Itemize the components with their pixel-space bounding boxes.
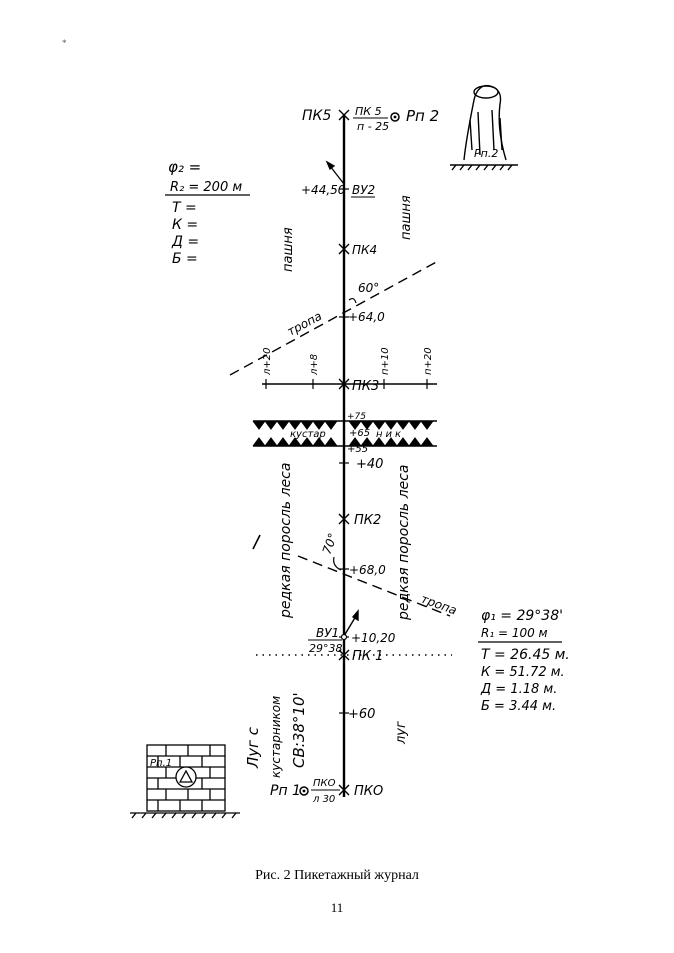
pk1-label: ПК 1 bbox=[352, 649, 383, 664]
curve1-T: Т = 26.45 м. bbox=[481, 647, 570, 663]
offset-40: +40 bbox=[356, 457, 383, 472]
angle-top-arc bbox=[348, 297, 357, 304]
stump-label: Рп.2 bbox=[474, 147, 498, 160]
shrub-teeth-bottom bbox=[252, 437, 434, 447]
rp1-box-bottom: л 30 bbox=[312, 794, 335, 805]
vu1-point-icon bbox=[340, 633, 348, 641]
offset-p10: п+10 bbox=[380, 347, 391, 375]
pk3-ticks bbox=[265, 379, 428, 389]
vu2-offset: +44,50 bbox=[301, 183, 346, 197]
rp1-box-top: ПКО bbox=[313, 778, 336, 789]
rp1-benchmark-dot-icon bbox=[302, 789, 306, 793]
offset-p20: п+20 bbox=[423, 347, 434, 375]
angle-top-label: 60° bbox=[358, 281, 379, 295]
curve2-radius: R₂ = 200 м bbox=[170, 180, 242, 195]
curve2-D: Д = bbox=[171, 234, 199, 250]
offset-65: +65 bbox=[349, 428, 370, 439]
vu2-arrow-icon bbox=[325, 160, 345, 185]
rp2-benchmark-icon bbox=[390, 112, 400, 122]
curve1-B: Б = 3.44 м. bbox=[481, 699, 556, 714]
offset-68: +68,0 bbox=[349, 563, 386, 577]
shrub-teeth-top bbox=[252, 420, 434, 430]
brick-wall-icon bbox=[130, 744, 240, 819]
pk3-label: ПК3 bbox=[352, 379, 379, 394]
pk5-box-top: ПК 5 bbox=[355, 105, 382, 118]
figure-caption: Рис. 2 Пикетажный журнал bbox=[255, 868, 419, 883]
tropa-bottom-line bbox=[297, 555, 451, 617]
tropa-top-line bbox=[229, 259, 441, 376]
offset-55: +55 bbox=[347, 444, 368, 455]
curve1-D: Д = 1.18 м. bbox=[480, 682, 557, 697]
pashnya-left: пашня bbox=[281, 227, 296, 272]
shrub-label-1: кустар bbox=[290, 429, 326, 440]
rp1-benchmark-icon bbox=[299, 786, 309, 796]
meadow-right: луг bbox=[394, 721, 409, 745]
vu1-label: ВУ1 bbox=[316, 626, 339, 640]
offset-64: +64,0 bbox=[348, 310, 385, 324]
curve2-phi: φ₂ = bbox=[168, 158, 201, 176]
pk4-label: ПК4 bbox=[352, 243, 377, 257]
vu1-angle: 29°38' bbox=[309, 642, 346, 655]
rp2-label: Рп 2 bbox=[406, 107, 439, 125]
angle-bottom-arc bbox=[333, 556, 342, 571]
offset-l8: л+8 bbox=[309, 354, 320, 376]
meadow-left-2: кустарником bbox=[269, 696, 283, 778]
pk2-label: ПК2 bbox=[354, 513, 381, 528]
rp2-benchmark-dot-icon bbox=[393, 115, 397, 119]
bearing-label: СВ:38°10' bbox=[290, 692, 308, 768]
pashnya-right: пашня bbox=[399, 195, 414, 240]
rp1-label: Рп 1 bbox=[270, 783, 301, 799]
station-marks bbox=[338, 109, 350, 796]
tropa-bottom-label: тропа bbox=[419, 592, 459, 618]
curve1-radius: R₁ = 100 м bbox=[481, 626, 548, 640]
corner-mark: * bbox=[62, 38, 67, 48]
pk5-label: ПК5 bbox=[302, 108, 331, 124]
meadow-left-1: Луг с bbox=[244, 726, 262, 769]
curve2-B: Б = bbox=[172, 251, 198, 267]
offset-l20: л+20 bbox=[262, 348, 273, 377]
curve1-K: К = 51.72 м. bbox=[481, 665, 565, 680]
stump-icon bbox=[450, 84, 518, 171]
shrub-label-2: ник bbox=[376, 429, 404, 440]
vu1-arrow-icon bbox=[343, 609, 359, 637]
curve2-T: Т = bbox=[172, 200, 197, 216]
vu2-label: ВУ2 bbox=[352, 183, 375, 197]
offset-60: +60 bbox=[348, 707, 375, 722]
angle-bottom-label: 70° bbox=[320, 531, 340, 556]
offset-75: +75 bbox=[347, 412, 366, 422]
wall-label: Рп.1 bbox=[150, 758, 172, 769]
curve1-phi: φ₁ = 29°38' bbox=[481, 608, 563, 624]
vu1-offset: +10,20 bbox=[351, 631, 396, 645]
tropa-bottom-start bbox=[252, 534, 261, 550]
forest-right: редкая поросль леса bbox=[396, 465, 412, 621]
forest-left: редкая поросль леса bbox=[278, 463, 294, 619]
pk0-label: ПКО bbox=[354, 784, 383, 799]
page-number: 11 bbox=[330, 900, 344, 915]
curve2-K: К = bbox=[172, 217, 198, 233]
pk5-box-bottom: п - 25 bbox=[357, 120, 389, 133]
